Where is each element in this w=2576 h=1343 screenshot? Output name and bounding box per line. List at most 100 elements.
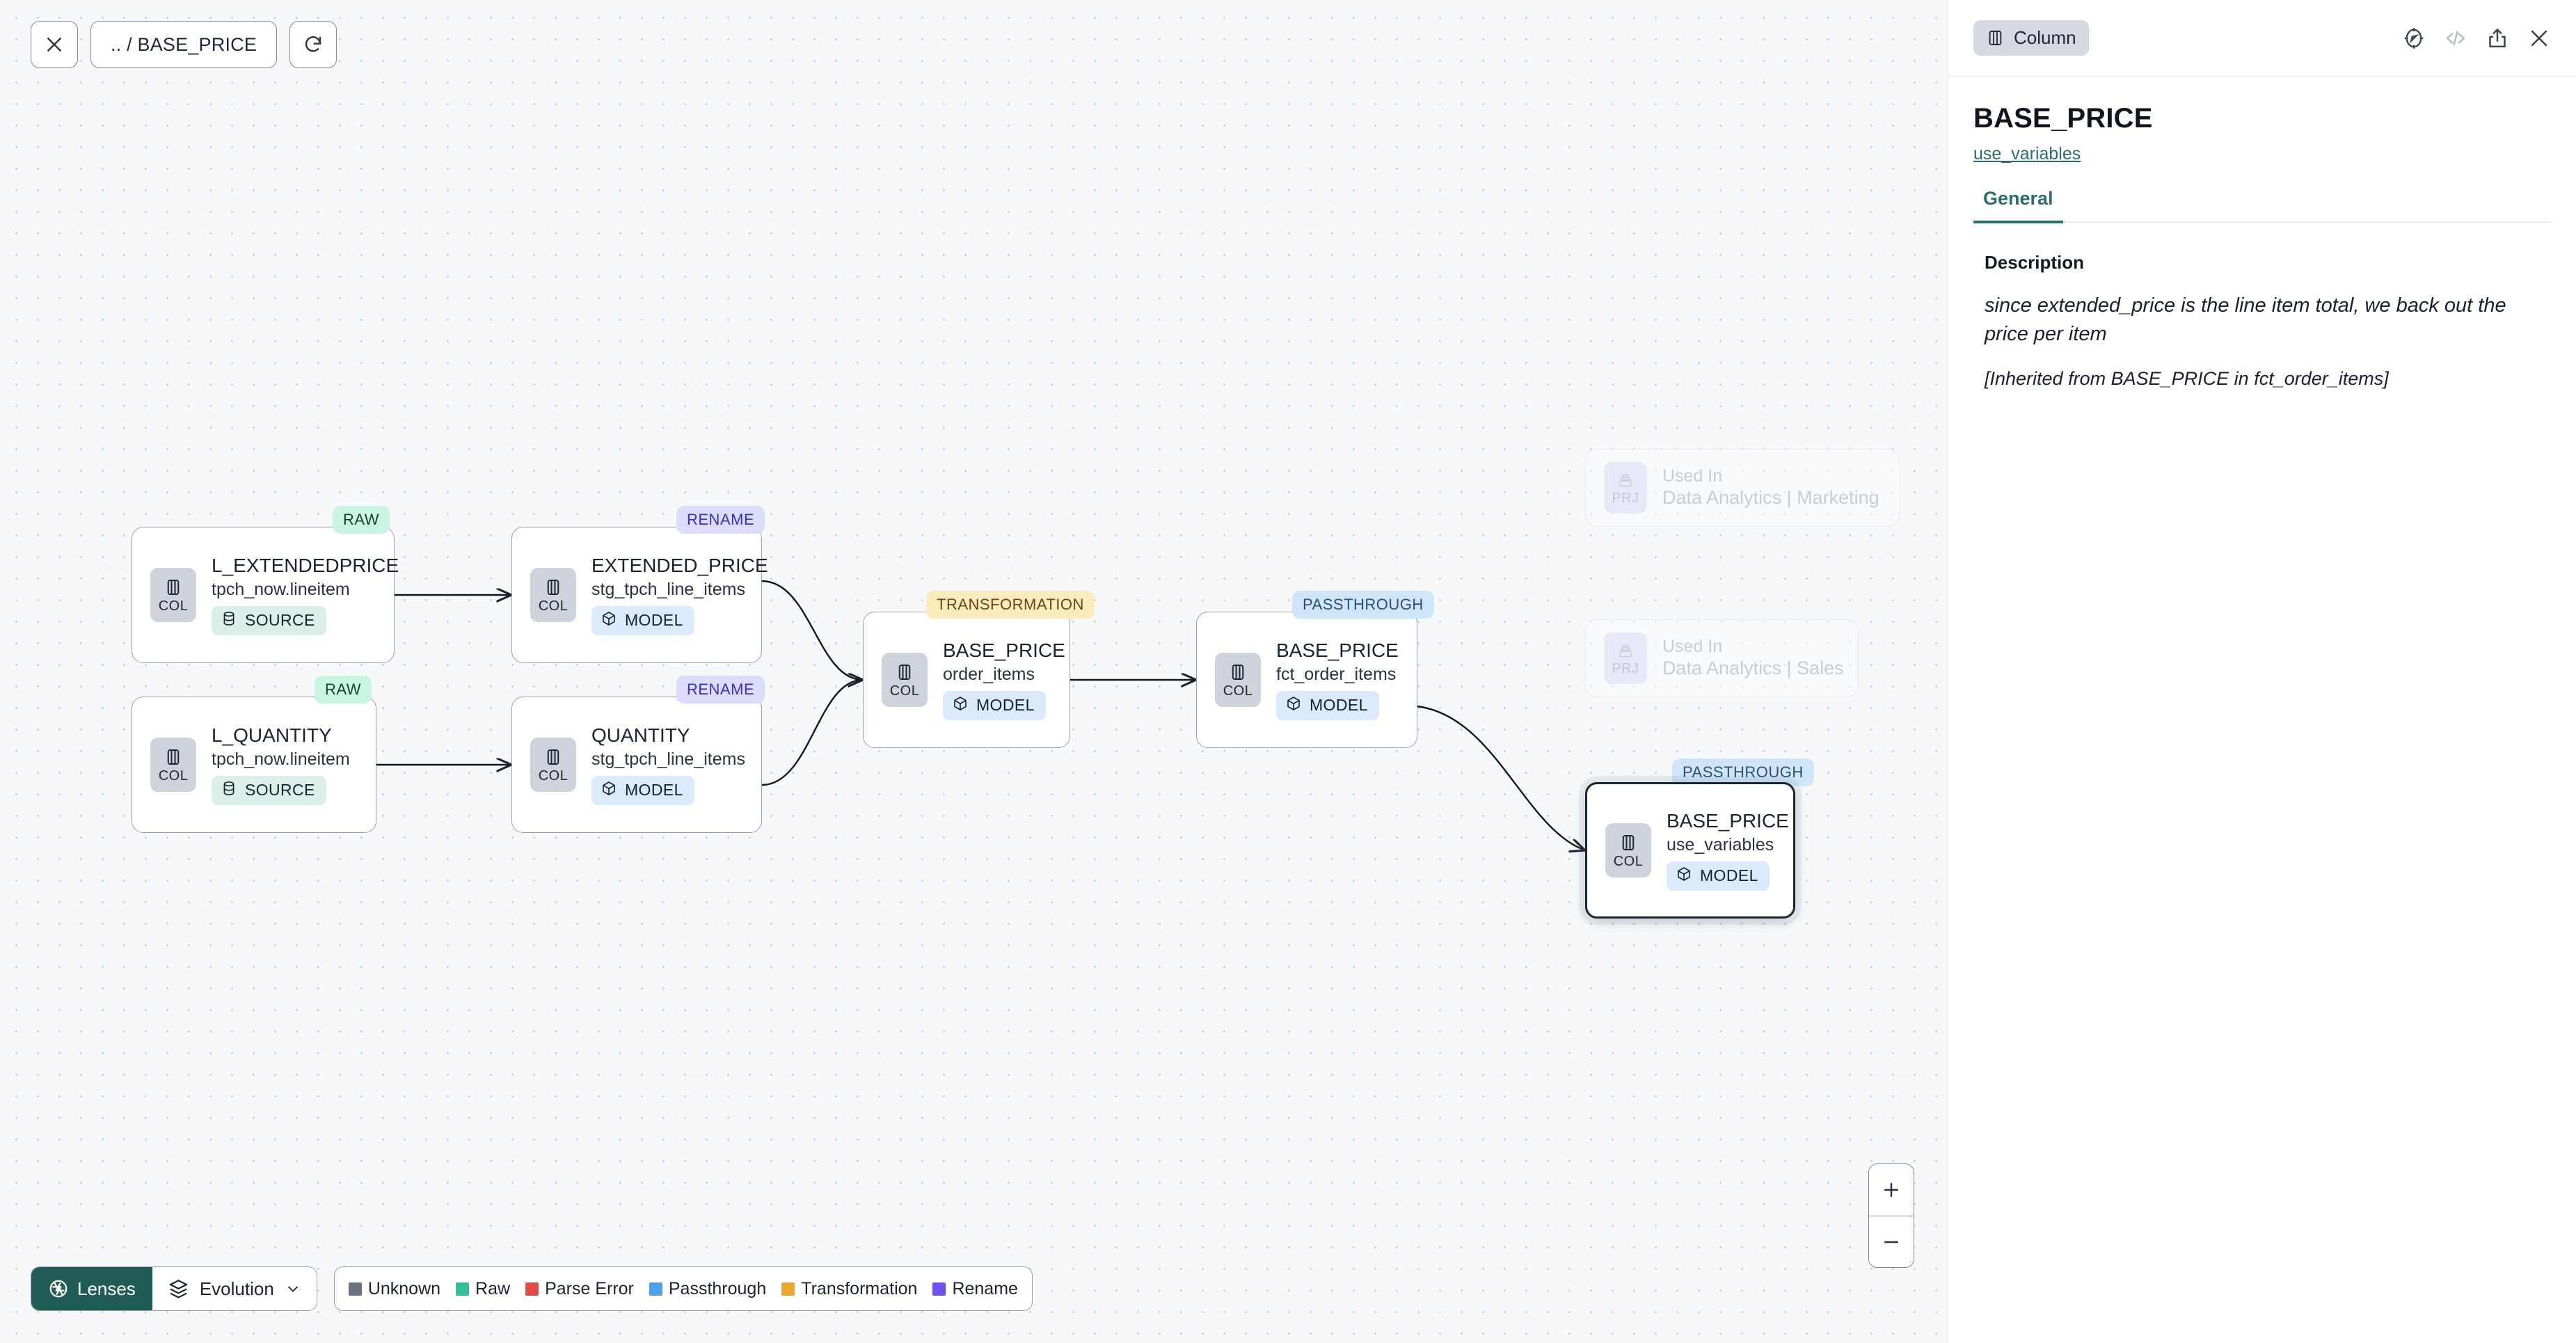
- explore-button[interactable]: [2402, 26, 2426, 50]
- legend-item-parse-error[interactable]: Parse Error: [525, 1279, 634, 1299]
- legend-item-transformation[interactable]: Transformation: [781, 1279, 917, 1299]
- legend-label: Unknown: [367, 1278, 441, 1298]
- node-tag-raw: RAW: [333, 506, 390, 534]
- node-subtitle: tpch_now.lineitem: [212, 579, 350, 599]
- close-icon: [47, 38, 61, 51]
- node-kind-label: SOURCE: [245, 611, 315, 630]
- project-type-label: PRJ: [1612, 660, 1639, 676]
- share-button[interactable]: [2486, 26, 2509, 50]
- legend-item-unknown[interactable]: Unknown: [348, 1278, 441, 1299]
- cube-icon: [1676, 866, 1692, 887]
- node-tag-passthrough: PASSTHROUGH: [1672, 758, 1814, 786]
- used-in-project: Data Analytics | Marketing: [1662, 487, 1879, 509]
- evolution-dropdown[interactable]: Evolution: [152, 1267, 317, 1310]
- details-panel: Column: [1948, 0, 2576, 1343]
- node-type-label: COL: [1223, 683, 1253, 699]
- node-subtitle: use_variables: [1667, 834, 1774, 855]
- legend-item-rename[interactable]: Rename: [932, 1279, 1018, 1299]
- node-kind-pill: MODEL: [1667, 861, 1770, 891]
- breadcrumb[interactable]: .. / BASE_PRICE: [90, 21, 278, 68]
- plus-icon: [1884, 1183, 1898, 1197]
- node-title: QUANTITY: [591, 724, 690, 747]
- legend-label: Transformation: [801, 1278, 918, 1298]
- legend-label: Parse Error: [545, 1278, 634, 1298]
- description-label: Description: [1985, 252, 2085, 273]
- zoom-out-button[interactable]: [1869, 1216, 1914, 1267]
- node-kind-label: MODEL: [1700, 866, 1758, 885]
- lineage-canvas[interactable]: .. / BASE_PRICE: [0, 0, 1948, 1343]
- node-subtitle: fct_order_items: [1276, 664, 1397, 684]
- refresh-icon: [305, 36, 321, 52]
- used-in-label: Used In: [1662, 466, 1723, 486]
- tab-general[interactable]: General: [1973, 188, 2063, 223]
- node-type-badge: COL: [150, 738, 196, 792]
- node-subtitle: order_items: [943, 664, 1035, 684]
- parent-model-link[interactable]: use_variables: [1973, 144, 2081, 164]
- view-code-button[interactable]: [2444, 26, 2467, 50]
- node-title: BASE_PRICE: [1667, 810, 1789, 832]
- lenses-button[interactable]: Lenses: [31, 1267, 152, 1310]
- project-type-badge: PRJ: [1604, 633, 1647, 684]
- entity-kind-label: Column: [2014, 27, 2076, 48]
- close-panel-button[interactable]: [2527, 26, 2551, 50]
- breadcrumb-label: .. / BASE_PRICE: [111, 33, 257, 55]
- node-title: L_EXTENDEDPRICE: [212, 555, 399, 577]
- code-icon: [2446, 31, 2465, 45]
- node-tag-rename: RENAME: [676, 506, 765, 534]
- minus-icon: [1884, 1241, 1898, 1243]
- legend-swatch: [348, 1282, 362, 1296]
- lenses-label: Lenses: [77, 1278, 136, 1299]
- legend-item-raw[interactable]: Raw: [456, 1279, 510, 1299]
- legend-swatch: [649, 1282, 662, 1296]
- legend-item-passthrough[interactable]: Passthrough: [649, 1279, 766, 1299]
- node-title: L_QUANTITY: [212, 724, 332, 747]
- refresh-button[interactable]: [289, 21, 337, 68]
- zoom-in-button[interactable]: [1869, 1164, 1914, 1216]
- project-type-badge: PRJ: [1604, 462, 1647, 514]
- close-canvas-button[interactable]: [31, 21, 78, 68]
- panel-tabs: General: [1973, 188, 2551, 223]
- node-type-label: COL: [1613, 854, 1644, 869]
- database-icon: [221, 610, 237, 631]
- share-icon: [2489, 28, 2506, 47]
- cube-icon: [601, 610, 617, 631]
- column-icon: [1989, 31, 2002, 45]
- panel-header-actions: [2402, 26, 2551, 50]
- zoom-controls: [1868, 1163, 1914, 1268]
- database-icon: [221, 780, 237, 801]
- node-title: BASE_PRICE: [1276, 639, 1399, 662]
- node-type-badge: COL: [1605, 823, 1651, 877]
- node-title: BASE_PRICE: [943, 639, 1065, 662]
- description-text: since extended_price is the line item to…: [1985, 294, 2506, 346]
- legend-label: Raw: [475, 1278, 511, 1298]
- node-kind-label: SOURCE: [245, 781, 315, 800]
- node-type-badge: COL: [882, 653, 928, 707]
- node-kind-pill: MODEL: [1276, 690, 1379, 720]
- inherited-column-link[interactable]: BASE_PRICE: [2110, 368, 2229, 390]
- node-tag-transformation: TRANSFORMATION: [926, 591, 1095, 619]
- inherited-model-link[interactable]: fct_order_items: [2254, 368, 2384, 390]
- node-subtitle: tpch_now.lineitem: [212, 749, 350, 769]
- legend-swatch: [525, 1282, 539, 1296]
- node-subtitle: stg_tpch_line_items: [591, 749, 745, 769]
- node-type-badge: COL: [1215, 653, 1261, 707]
- node-title: EXTENDED_PRICE: [591, 555, 768, 577]
- layers-icon: [169, 1279, 188, 1298]
- legend-swatch: [781, 1282, 795, 1296]
- entity-kind-badge[interactable]: Column: [1973, 20, 2089, 56]
